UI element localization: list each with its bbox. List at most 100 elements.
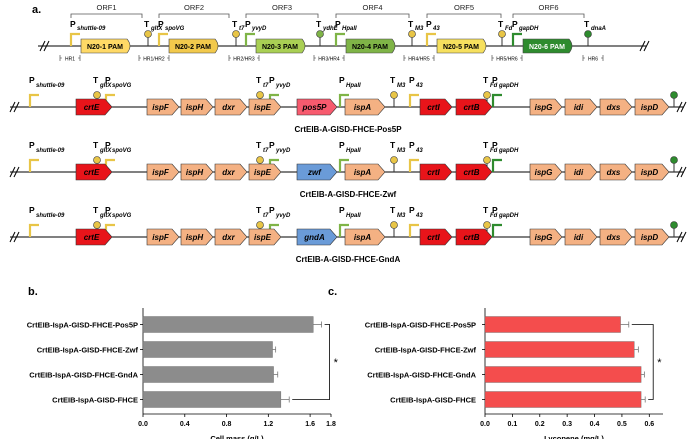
orf-label: ORF3 bbox=[272, 3, 292, 12]
gene-arrow bbox=[599, 163, 633, 181]
orf-label: ORF2 bbox=[184, 3, 204, 12]
promoter-letter: P bbox=[339, 75, 345, 85]
promoter-name: gapDH bbox=[518, 26, 539, 32]
category-label: CrtEIB-IspA-GISD-FHCE bbox=[390, 396, 476, 405]
gene-arrow bbox=[180, 228, 214, 246]
pam-box bbox=[345, 38, 396, 54]
terminator-icon bbox=[256, 221, 264, 229]
promoter-name: spoVG bbox=[165, 26, 185, 32]
promoter-arrow bbox=[425, 32, 436, 46]
terminator-letter: T bbox=[232, 19, 238, 29]
promoter-letter: P bbox=[512, 19, 518, 29]
terminator-icon bbox=[144, 30, 152, 38]
x-tick-label: 1.8 bbox=[326, 421, 336, 428]
promoter-name: 43 bbox=[415, 148, 423, 154]
construct-name: CrtEIB-A-GISD-FHCE-GndA bbox=[296, 255, 401, 264]
terminator-name: M3 bbox=[397, 148, 406, 154]
promoter-letter: P bbox=[269, 140, 275, 150]
category-label: CrtEIB-IspA-GISD-FHCE-GndA bbox=[367, 371, 476, 380]
promoter-arrow bbox=[69, 32, 80, 46]
promoter-letter: P bbox=[409, 205, 415, 215]
terminator-letter: T bbox=[316, 19, 322, 29]
promoter-name: HpaII bbox=[346, 148, 361, 154]
promoter-letter: P bbox=[269, 205, 275, 215]
promoter-letter: P bbox=[29, 205, 35, 215]
promoter-letter: P bbox=[339, 140, 345, 150]
promoter-letter: P bbox=[492, 140, 498, 150]
category-label: CrtEIB-IspA-GISD-FHCE-Pos5P bbox=[365, 321, 476, 330]
terminator-icon bbox=[390, 221, 398, 229]
category-label: CrtEIB-IspA-GISD-FHCE bbox=[52, 396, 138, 405]
gene-label: ispA bbox=[354, 233, 372, 242]
terminator-icon bbox=[670, 156, 678, 164]
gene-arrow bbox=[296, 228, 338, 246]
promoter-letter: P bbox=[105, 205, 111, 215]
pam-box bbox=[255, 38, 306, 54]
gene-label: ispD bbox=[641, 103, 659, 112]
terminator-icon bbox=[93, 91, 101, 99]
terminator-icon bbox=[390, 156, 398, 164]
promoter-arrow bbox=[491, 93, 502, 107]
terminator-icon bbox=[483, 156, 491, 164]
promoter-arrow bbox=[491, 158, 502, 172]
terminator-letter: T bbox=[144, 19, 150, 29]
terminator-icon bbox=[670, 91, 678, 99]
gene-arrow bbox=[146, 163, 180, 181]
promoter-name: spoVG bbox=[112, 83, 132, 89]
gene-arrow bbox=[419, 228, 453, 246]
terminator-name: t7 bbox=[263, 83, 269, 89]
promoter-arrow bbox=[338, 93, 349, 107]
orf-label: ORF1 bbox=[96, 3, 116, 12]
promoter-name: yvyD bbox=[251, 26, 267, 32]
gene-arrow bbox=[296, 163, 338, 181]
terminator-name: gltX bbox=[150, 26, 163, 32]
gene-arrow bbox=[599, 98, 633, 116]
terminator-letter: T bbox=[390, 140, 396, 150]
gene-arrow bbox=[455, 98, 493, 116]
gene-label: crtB bbox=[463, 233, 479, 242]
promoter-arrow bbox=[157, 32, 168, 46]
terminator-name: M3 bbox=[415, 26, 424, 32]
terminator-icon bbox=[256, 156, 264, 164]
promoter-name: HpaII bbox=[342, 26, 357, 32]
promoter-arrow bbox=[338, 223, 349, 237]
terminator-name: ydhE bbox=[322, 26, 339, 32]
promoter-name: shuttle-09 bbox=[77, 26, 106, 32]
terminator-letter: T bbox=[483, 75, 489, 85]
promoter-name: shuttle-09 bbox=[36, 83, 65, 89]
promoter-arrow bbox=[244, 32, 255, 46]
gene-label: ispG bbox=[535, 103, 553, 112]
terminator-letter: T bbox=[93, 75, 99, 85]
gene-arrow bbox=[529, 163, 563, 181]
gene-arrow bbox=[75, 228, 113, 246]
promoter-letter: P bbox=[409, 140, 415, 150]
x-axis-title: Cell mass (g/L) bbox=[210, 434, 264, 439]
x-tick-label: 0.5 bbox=[617, 421, 627, 428]
significance-bracket bbox=[292, 324, 330, 400]
break-mark bbox=[676, 101, 687, 113]
hr-label: HR6 bbox=[588, 57, 598, 63]
terminator-name: t7 bbox=[263, 148, 269, 154]
promoter-arrow bbox=[491, 223, 502, 237]
gene-arrow bbox=[564, 98, 598, 116]
gene-arrow bbox=[296, 98, 338, 116]
terminator-name: Fd bbox=[490, 83, 498, 89]
gene-arrow bbox=[248, 163, 282, 181]
gene-arrow bbox=[344, 228, 386, 246]
orf-bracket bbox=[426, 13, 502, 18]
bar bbox=[142, 341, 273, 358]
terminator-icon bbox=[408, 30, 416, 38]
hr-label-bg bbox=[62, 55, 78, 61]
terminator-name: gltX bbox=[99, 83, 112, 89]
gene-label: ispF bbox=[152, 233, 170, 242]
gene-label: ispE bbox=[254, 103, 272, 112]
promoter-name: 43 bbox=[432, 26, 440, 32]
gene-label: ispF bbox=[152, 103, 170, 112]
terminator-icon bbox=[93, 221, 101, 229]
gene-arrow bbox=[248, 228, 282, 246]
gene-arrow bbox=[529, 228, 563, 246]
bar bbox=[484, 341, 635, 358]
terminator-icon bbox=[93, 156, 101, 164]
